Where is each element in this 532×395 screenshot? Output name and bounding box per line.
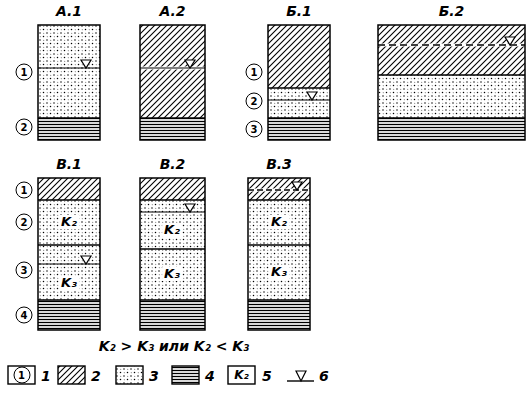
column-v1	[38, 178, 100, 330]
column-v2	[140, 178, 205, 330]
condition-caption: K₂ > K₃ или K₂ < K₃	[99, 338, 250, 354]
soil-column: А.1	[38, 3, 100, 140]
callout-number: 1	[16, 64, 33, 81]
soil-column: Б.2	[378, 3, 525, 140]
legend-sample-callout: 1	[13, 367, 30, 384]
permeability-label: K₂	[269, 215, 289, 229]
column-a1	[38, 25, 100, 140]
permeability-label: K₂	[59, 215, 79, 229]
legend-swatches	[8, 366, 314, 384]
column-title: А.2	[140, 3, 205, 19]
callout-number: 2	[16, 214, 33, 231]
callout-number: 1	[16, 182, 33, 199]
legend-number: 4	[205, 368, 215, 384]
soil-column: В.3K₂ K₃	[248, 156, 310, 330]
column-b2	[378, 25, 525, 140]
column-a2	[140, 25, 205, 140]
legend-number: 5	[262, 368, 272, 384]
permeability-label: K₃	[59, 276, 79, 290]
callout-number: 1	[246, 64, 263, 81]
column-title: Б.1	[268, 3, 330, 19]
callout-number: 4	[16, 307, 33, 324]
callout-number: 2	[16, 119, 33, 136]
callout-number: 3	[246, 121, 263, 138]
column-title: В.2	[140, 156, 205, 172]
column-v3	[248, 178, 310, 330]
legend-number: 6	[319, 368, 329, 384]
permeability-label: K₃	[269, 265, 289, 279]
soil-column: А.2	[140, 3, 205, 140]
permeability-label: K₂	[162, 223, 182, 237]
column-title: В.3	[248, 156, 310, 172]
legend-sample-label: K₂	[233, 369, 250, 382]
permeability-label: K₃	[162, 267, 182, 281]
soil-column: В.1K₂ K₃	[38, 156, 100, 330]
column-title: Б.2	[378, 3, 525, 19]
column-title: А.1	[38, 3, 100, 19]
soil-column: Б.1	[268, 3, 330, 140]
callout-number: 2	[246, 93, 263, 110]
callout-number: 3	[16, 262, 33, 279]
legend-number: 1	[41, 368, 51, 384]
soil-column: В.2K₂ K₃	[140, 156, 205, 330]
column-b1	[268, 25, 330, 140]
column-title: В.1	[38, 156, 100, 172]
legend-number: 2	[91, 368, 101, 384]
legend-number: 3	[149, 368, 159, 384]
